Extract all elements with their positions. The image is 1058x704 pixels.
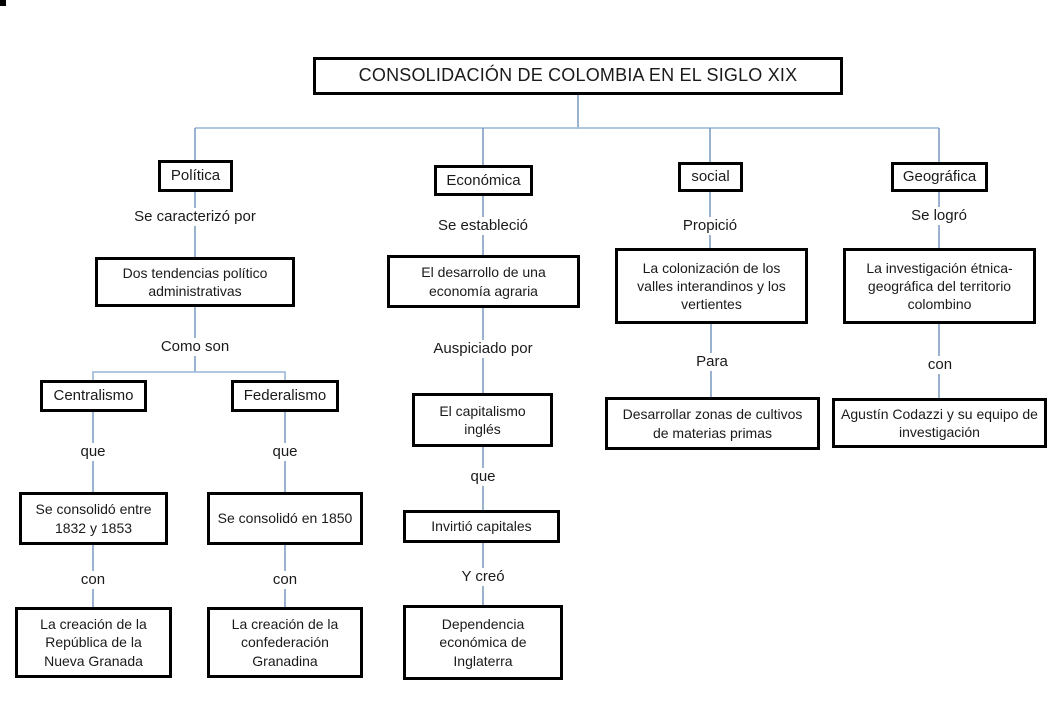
node-consolido-centralismo: Se consolidó entre 1832 y 1853 [19,492,168,545]
edge-label-que-federalismo: que [267,443,303,461]
title-node: CONSOLIDACIÓN DE COLOMBIA EN EL SIGLO XI… [313,57,843,95]
node-desarrollar-zonas: Desarrollar zonas de cultivos de materia… [605,397,820,450]
node-creacion-confederacion: La creación de la confederación Granadin… [207,607,363,678]
edge-label-con-centralismo: con [75,571,111,589]
edge-label-auspiciado-por: Auspiciado por [428,340,538,358]
edge-label-se-caracterizo-por: Se caracterizó por [129,208,261,226]
node-centralismo: Centralismo [40,380,147,412]
edge-label-como-son: Como son [155,338,235,356]
node-capitalismo-ingles: El capitalismo inglés [412,393,553,447]
node-investigacion: La investigación étnica-geográfica del t… [843,248,1036,324]
node-politica: Política [158,160,233,192]
edge-label-propicio: Propició [677,217,743,235]
root-connector [194,95,940,165]
edge-label-se-logro: Se logró [906,207,972,225]
edge-label-para: Para [691,353,733,371]
node-geografica: Geográfica [891,162,988,192]
node-dos-tendencias: Dos tendencias político administrativas [95,257,295,307]
node-dependencia-inglaterra: Dependencia económica de Inglaterra [403,605,563,680]
node-colonizacion: La colonización de los valles interandin… [615,248,808,324]
node-social: social [678,162,743,192]
edge-label-y-creo: Y creó [456,568,510,586]
node-invirtio-capitales: Invirtió capitales [403,510,560,543]
edge-label-con-federalismo: con [267,571,303,589]
corner-artifact [0,0,6,6]
node-agustin-codazzi: Agustín Codazzi y su equipo de investiga… [832,398,1047,448]
node-federalismo: Federalismo [231,380,339,412]
node-creacion-republica: La creación de la República de la Nueva … [15,607,172,678]
node-desarrollo-economia: El desarrollo de una economía agraria [387,255,580,308]
edge-label-que-centralismo: que [75,443,111,461]
node-consolido-federalismo: Se consolidó en 1850 [207,492,363,545]
node-economica: Económica [434,165,533,196]
edge-label-se-establecio: Se estableció [432,217,534,235]
edge-label-con-geografica: con [922,356,958,374]
edge-label-que-economica: que [465,468,501,486]
